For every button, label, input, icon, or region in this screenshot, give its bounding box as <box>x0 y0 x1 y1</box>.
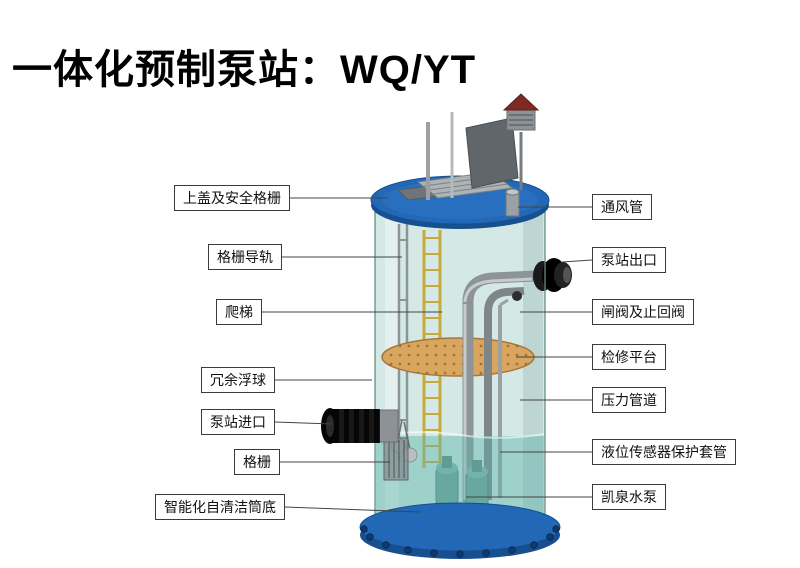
label-ladder: 爬梯 <box>216 299 262 325</box>
label-outlet: 泵站出口 <box>592 247 666 273</box>
lid-pipes <box>426 112 454 200</box>
leader-lines <box>262 197 593 513</box>
inlet-pipe <box>321 408 399 444</box>
label-self-cleaning-bottom: 智能化自清洁筒底 <box>155 494 285 520</box>
page-title: 一体化预制泵站：WQ/YT <box>12 47 477 92</box>
label-vent-pipe: 通风管 <box>592 194 652 220</box>
base-flange <box>359 502 561 559</box>
outlet-coupling <box>533 258 572 292</box>
label-inlet: 泵站进口 <box>201 409 275 435</box>
level-sensor-sleeve <box>498 298 509 498</box>
label-valves: 闸阀及止回阀 <box>592 299 694 325</box>
control-panel <box>465 117 519 189</box>
maintenance-platform <box>381 337 535 377</box>
label-maintenance-platform: 检修平台 <box>592 344 666 370</box>
inlet-grille <box>383 437 409 481</box>
label-grille-guide-rail: 格栅导轨 <box>208 244 282 270</box>
label-grille: 格栅 <box>234 449 280 475</box>
label-kaiquan-pump: 凯泉水泵 <box>592 484 666 510</box>
ventilation-pipe <box>505 188 520 217</box>
label-level-sensor-sleeve: 液位传感器保护套管 <box>592 439 736 465</box>
label-redundant-float: 冗余浮球 <box>201 367 275 393</box>
label-pressure-pipe: 压力管道 <box>592 387 666 413</box>
vent-house <box>502 93 540 190</box>
label-top-cover-safety-grille: 上盖及安全格栅 <box>174 185 290 211</box>
